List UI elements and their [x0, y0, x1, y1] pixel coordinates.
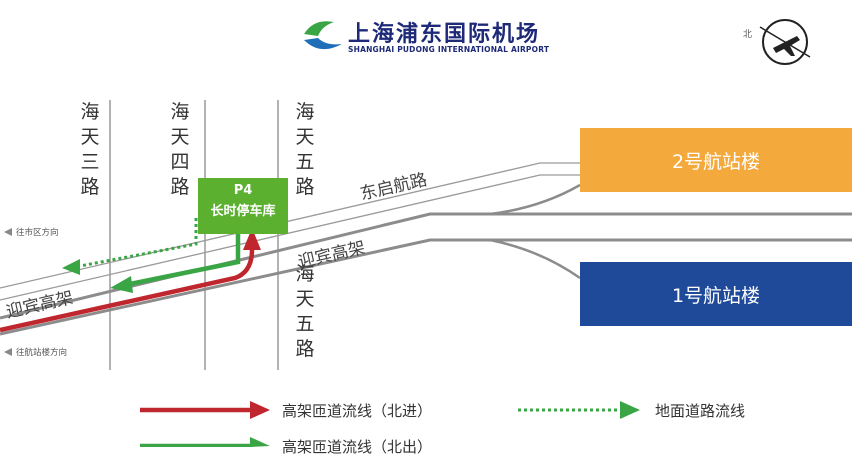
ground-route-arrowhead: [62, 259, 80, 275]
street-label-haitian-5-north: 海天五路: [293, 100, 317, 200]
compass-ring: [762, 19, 808, 65]
ramp-to-t1: [489, 238, 581, 280]
arrow-to-city-icon: [4, 228, 12, 236]
airport-name-en: SHANGHAI PUDONG INTERNATIONAL AIRPORT: [348, 45, 550, 54]
inbound-route: [0, 249, 255, 333]
logo-wave-green: [304, 21, 334, 36]
vertical-char: 路: [80, 176, 100, 198]
compass-group: [759, 19, 811, 65]
airport-route-map: [0, 19, 852, 447]
terminal-1-block: 1号航站楼: [580, 262, 852, 326]
vertical-char: 三: [80, 151, 100, 173]
inbound-route-arrowhead: [243, 228, 261, 250]
p4-code: P4: [233, 183, 253, 198]
street-label-haitian-5-south: 海天五路: [293, 262, 317, 362]
legend-dotted-arrowhead: [620, 401, 640, 419]
street-label-haitian-3: 海天三路: [78, 100, 102, 200]
vertical-char: 五: [295, 151, 315, 173]
vertical-char: 海: [295, 263, 315, 285]
ramp-to-t2: [489, 183, 581, 216]
legend-red-arrowhead: [250, 401, 270, 419]
terminal-2-block: 2号航站楼: [580, 128, 852, 192]
street-label-haitian-4: 海天四路: [168, 100, 192, 200]
vertical-char: 四: [170, 151, 190, 173]
airplane-compass-icon: [773, 36, 800, 56]
vertical-char: 天: [170, 126, 190, 148]
outbound-route: [129, 232, 241, 287]
road-yingbin-lower: [0, 238, 852, 336]
legend-green-arrowhead: [250, 437, 270, 447]
vertical-char: 海: [170, 101, 190, 123]
p4-name: 长时停车库: [210, 204, 276, 219]
terminal-2-label: 2号航站楼: [671, 150, 761, 173]
terminal-1-label: 1号航站楼: [671, 284, 761, 307]
direction-to-airport: 往航站楼方向: [16, 348, 68, 358]
direction-to-city: 往市区方向: [16, 228, 59, 238]
vertical-char: 海: [295, 101, 315, 123]
arrow-to-airport-icon: [4, 348, 12, 356]
legend-dotted-label: 地面道路流线: [655, 402, 746, 420]
airport-name-cn: 上海浦东国际机场: [348, 22, 541, 47]
outbound-route-arrowhead: [110, 276, 133, 293]
road-dongqi-inner: [0, 174, 580, 301]
legend-red-label: 高架匝道流线（北进）: [282, 402, 433, 420]
vertical-char: 天: [295, 288, 315, 310]
vertical-char: 天: [295, 126, 315, 148]
ground-route-dotted: [79, 218, 198, 268]
vertical-char: 五: [295, 313, 315, 335]
compass-north-label: 北: [743, 30, 753, 40]
vertical-char: 海: [80, 101, 100, 123]
airport-logo: 上海浦东国际机场 SHANGHAI PUDONG INTERNATIONAL A…: [300, 14, 550, 60]
vertical-char: 路: [295, 176, 315, 198]
logo-wave-blue: [304, 38, 342, 50]
vertical-char: 路: [170, 176, 190, 198]
p4-parking-sign: P4 长时停车库: [198, 178, 288, 234]
airport-logo-mark: [304, 21, 342, 50]
vertical-char: 路: [295, 338, 315, 360]
vertical-char: 天: [80, 126, 100, 148]
